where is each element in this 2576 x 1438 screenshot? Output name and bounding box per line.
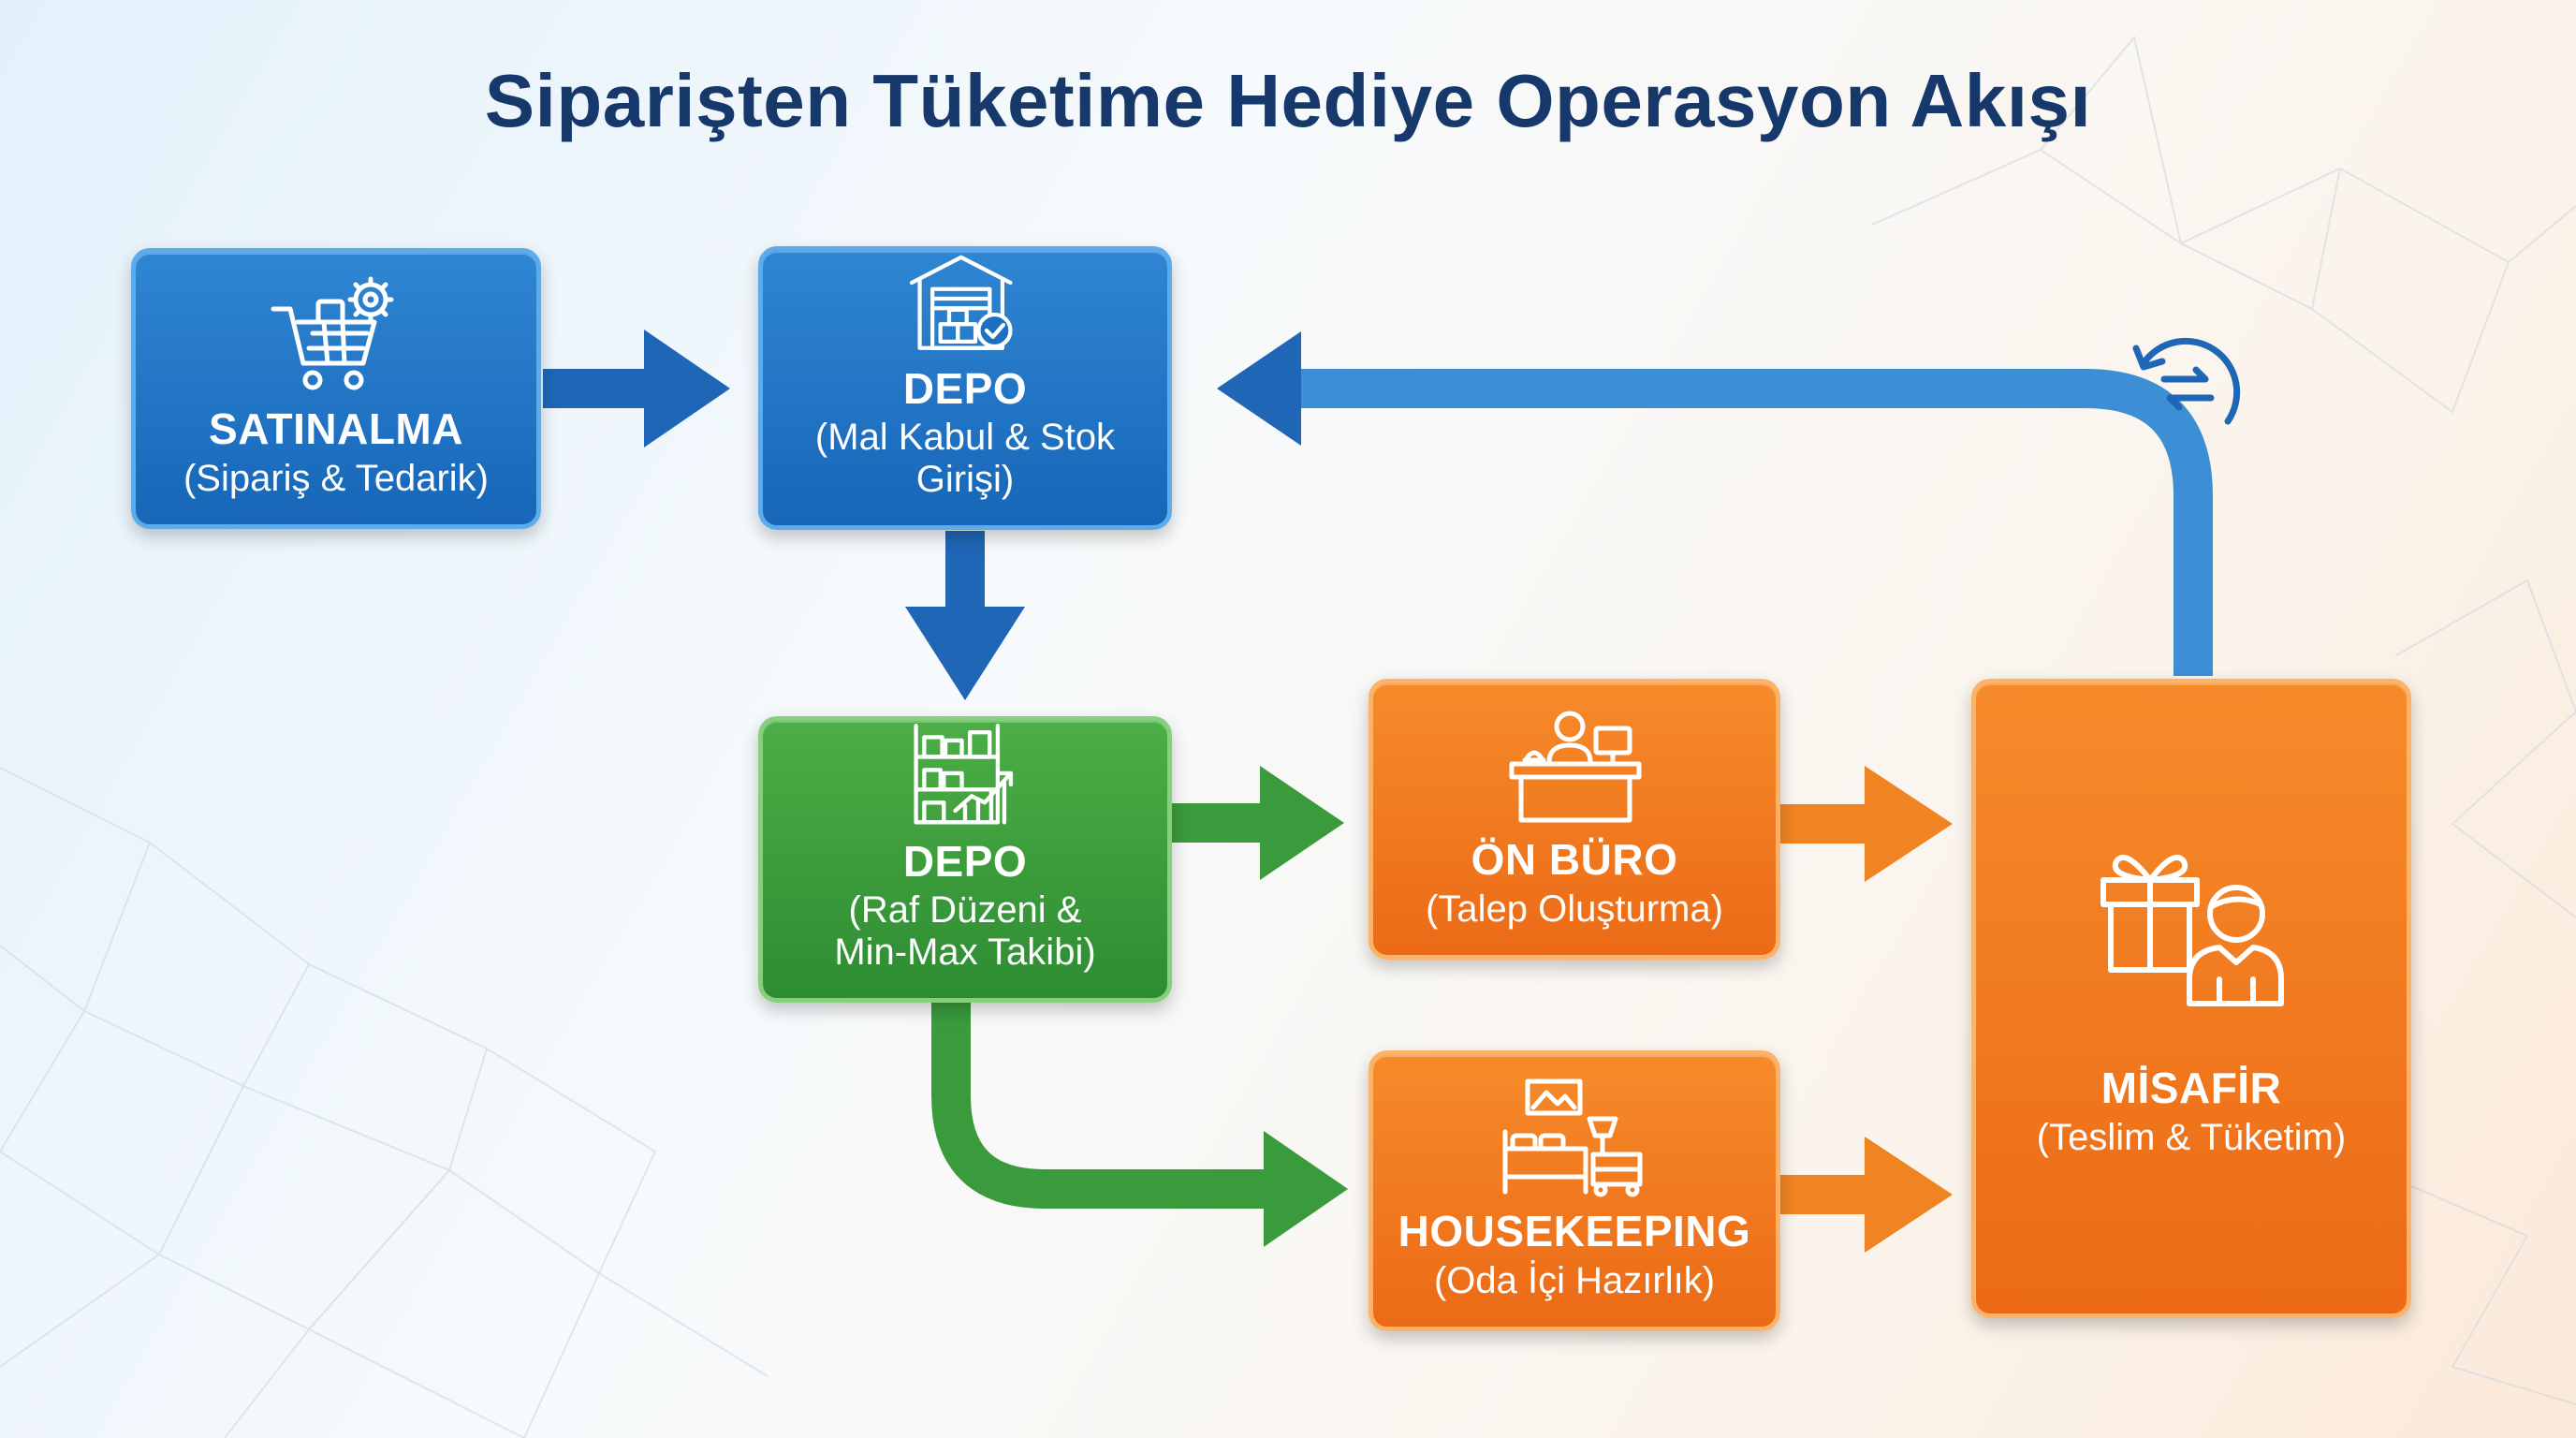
node-subtitle-line-2: Min-Max Takibi)	[834, 932, 1096, 974]
refresh-cycle-icon	[2132, 337, 2241, 425]
node-subtitle: (Teslim & Tüketim)	[2036, 1116, 2347, 1158]
node-title: HOUSEKEEPING	[1398, 1207, 1751, 1256]
node-title: ÖN BÜRO	[1471, 835, 1678, 885]
page-title: Siparişten Tüketime Hediye Operasyon Akı…	[484, 59, 2092, 142]
arrow-on-buro-to-misafir	[1780, 766, 1953, 882]
shopping-cart-gear-icon	[271, 276, 394, 390]
node-title: DEPO	[902, 363, 1028, 413]
node-misafir: MİSAFİR (Teslim & Tüketim)	[1971, 679, 2411, 1318]
node-subtitle-line-1: (Raf Düzeni &	[848, 889, 1082, 932]
arrow-housekeeping-to-misafir	[1780, 1137, 1953, 1253]
arrow-depo-raf-to-housekeeping	[931, 1002, 1348, 1247]
node-depo-raf-duzeni: DEPO (Raf Düzeni & Min-Max Takibi)	[758, 716, 1172, 1003]
arrow-misafir-to-depo	[1217, 331, 2213, 676]
arrow-depo-raf-to-on-buro	[1172, 766, 1344, 880]
warehouse-check-icon	[909, 255, 1013, 350]
reception-desk-icon	[1509, 711, 1642, 823]
node-depo-mal-kabul: DEPO (Mal Kabul & Stok Girişi)	[758, 246, 1172, 530]
arrow-depo-to-depo-raf	[905, 531, 1025, 700]
node-satinalma: SATINALMA (Sipariş & Tedarik)	[131, 248, 541, 529]
hotel-room-icon	[1502, 1078, 1643, 1197]
node-title: SATINALMA	[209, 404, 463, 454]
node-subtitle: (Sipariş & Tedarik)	[183, 458, 490, 500]
gift-guest-icon	[2100, 854, 2284, 1006]
node-subtitle: (Oda İçi Hazırlık)	[1433, 1260, 1716, 1302]
arrow-satinalma-to-depo	[543, 330, 730, 448]
node-subtitle: (Talep Oluşturma)	[1426, 888, 1723, 931]
node-on-buro: ÖN BÜRO (Talep Oluşturma)	[1368, 679, 1780, 960]
node-title: DEPO	[902, 836, 1028, 886]
node-title: MİSAFİR	[2100, 1063, 2282, 1112]
node-subtitle: (Mal Kabul & Stok Girişi)	[814, 417, 1116, 501]
shelf-chart-icon	[914, 724, 1014, 825]
node-housekeeping: HOUSEKEEPING (Oda İçi Hazırlık)	[1368, 1050, 1780, 1331]
